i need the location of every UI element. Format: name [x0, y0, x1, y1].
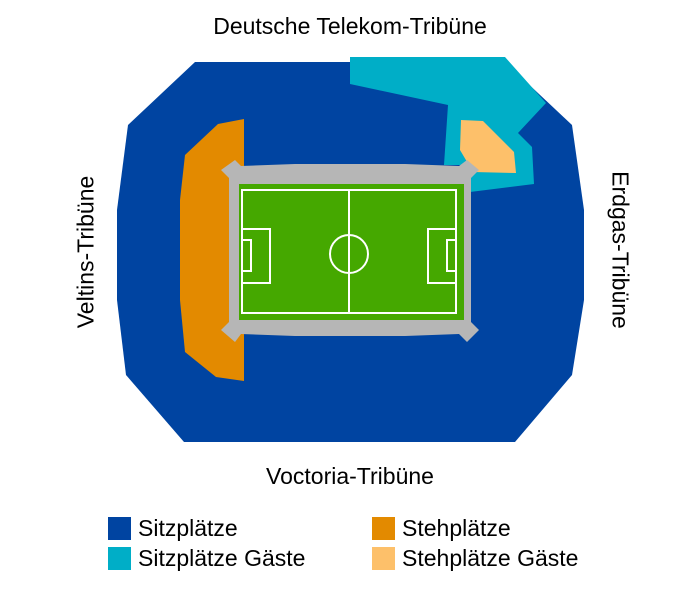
stand-label-north: Deutsche Telekom-Tribüne — [213, 13, 487, 39]
goal-area-left — [241, 239, 252, 272]
legend-swatch — [108, 517, 131, 540]
stand-label-east: Erdgas-Tribüne — [607, 171, 634, 329]
stand-label-south: Voctoria-Tribüne — [266, 463, 434, 489]
legend-swatch — [372, 517, 395, 540]
legend-item-standing-away: Stehplätze Gäste — [372, 545, 578, 572]
legend-item-standing: Stehplätze — [372, 515, 511, 542]
legend-item-seating: Sitzplätze — [108, 515, 238, 542]
stand-label-west: Veltins-Tribüne — [72, 175, 99, 329]
legend-swatch — [108, 547, 131, 570]
legend-item-seating-away: Sitzplätze Gäste — [108, 545, 305, 572]
center-circle — [329, 234, 369, 274]
pitch — [239, 184, 464, 320]
pitch-markings — [241, 189, 457, 314]
legend-label: Sitzplätze Gäste — [138, 545, 306, 571]
legend-label: Stehplätze — [402, 515, 511, 541]
away-standing-area — [460, 120, 516, 173]
standing-area — [180, 119, 244, 381]
legend-label: Stehplätze Gäste — [402, 545, 579, 571]
goal-area-right — [446, 239, 457, 272]
legend-label: Sitzplätze — [138, 515, 238, 541]
legend-swatch — [372, 547, 395, 570]
